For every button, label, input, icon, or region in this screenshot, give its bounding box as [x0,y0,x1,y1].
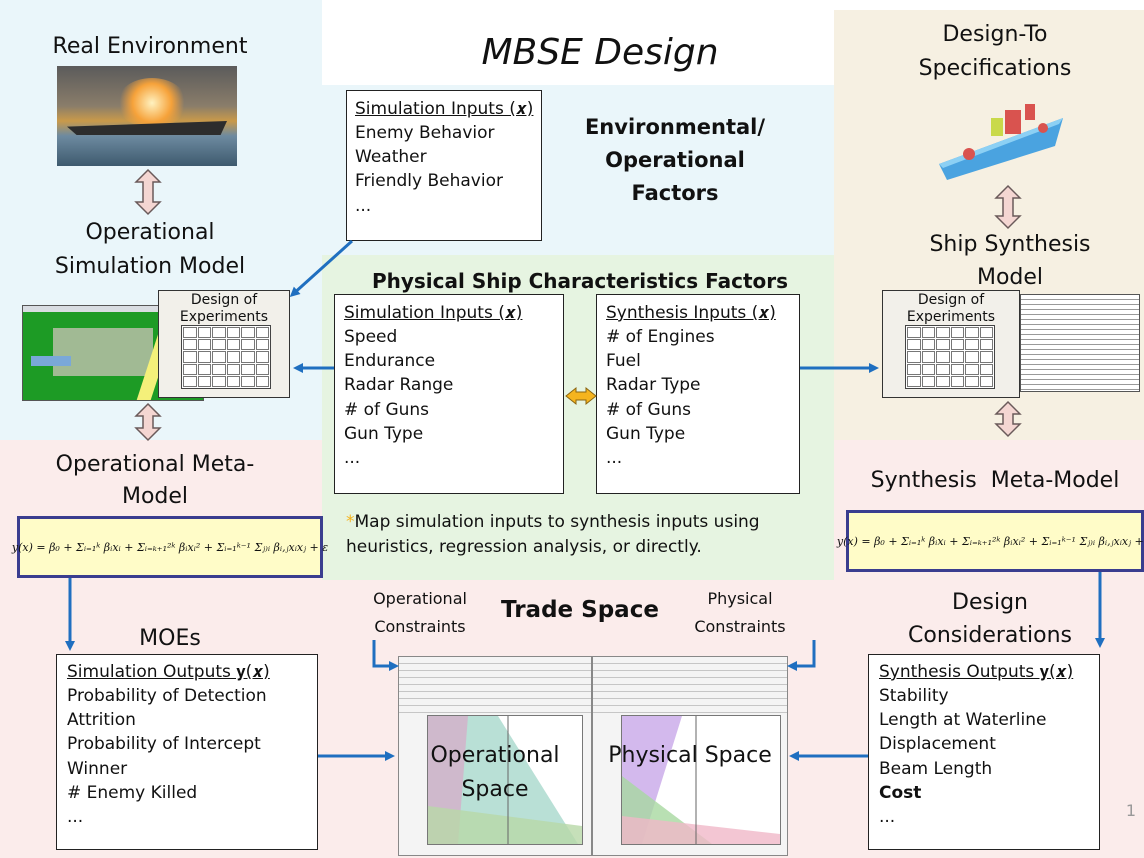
synthesis-output-screenshot [1020,294,1140,392]
moes-box: Simulation Outputs 𝐲(𝒙) Probability of D… [56,654,318,850]
env-factors-title-line2: Operational [605,148,745,172]
list-item: Fuel [606,351,641,372]
design-cons-header: Synthesis Outputs 𝐲(𝒙) [879,662,1074,682]
list-item: ... [344,447,361,468]
list-item: Displacement [879,734,996,755]
sim-inputs-header: Simulation Inputs (𝒙) [344,303,523,323]
ship-synth-model-line2: Model [976,265,1044,290]
list-item: Radar Type [606,375,701,396]
note-line1: Map simulation inputs to synthesis input… [354,512,760,532]
doe-right: Design of Experiments [882,290,1020,398]
op-space-line2: Space [461,777,529,802]
op-meta-line1: Operational Meta- [55,452,255,477]
op-space-panel: Operational Space [398,656,592,856]
phys-space-label: Physical Space [608,743,772,768]
list-item: # of Engines [606,327,715,348]
phys-constraints-line1: Physical [707,589,773,608]
ship-synth-model-line1: Ship Synthesis [929,232,1091,257]
design-to-label-line1: Design-To [942,22,1048,47]
list-item: Probability of Intercept [67,734,261,755]
op-space-line1: Operational [430,743,560,768]
env-factors-title-line3: Factors [631,181,719,205]
list-item: Endurance [344,351,436,372]
doe-matrix [181,325,271,389]
list-item: # of Guns [344,399,430,420]
list-item: Gun Type [606,423,686,444]
list-item: ... [67,806,84,827]
list-item: Stability [879,686,949,707]
list-item: Length at Waterline [879,710,1047,731]
op-meta-equation: y(x) = β₀ + Σᵢ₌₁ᵏ βᵢxᵢ + Σᵢ₌ₖ₊₁²ᵏ βᵢxᵢ² … [12,516,328,578]
moes-header: Simulation Outputs 𝐲(𝒙) [67,662,270,682]
op-constraints-line2: Constraints [374,617,466,636]
list-item: Weather [355,147,427,168]
phys-space-panel: Physical Space [592,656,788,856]
list-item: Attrition [67,710,136,731]
list-item: Radar Range [344,375,454,396]
page-number: 1 [1125,801,1137,820]
physical-title: Physical Ship Characteristics Factors [371,269,789,293]
sim-inputs-box: Simulation Inputs (𝒙) Speed Endurance Ra… [334,294,564,494]
op-constraints-line1: Operational [373,589,467,608]
moes-label: MOEs [139,626,201,651]
trade-space-title: Trade Space [501,597,659,623]
list-item: Probability of Detection [67,686,267,707]
list-item: ... [879,806,896,827]
op-meta-line2: Model [121,484,189,509]
doe-left: Design of Experiments [158,290,290,398]
list-item: Friendly Behavior [355,171,503,192]
battleship-photo [57,66,237,166]
synth-meta-equation: y(x) = β₀ + Σᵢ₌₁ᵏ βᵢxᵢ + Σᵢ₌ₖ₊₁²ᵏ βᵢxᵢ² … [837,510,1144,572]
mapping-note: *Map simulation inputs to synthesis inpu… [346,510,826,559]
op-sim-model-line2: Simulation Model [54,254,246,279]
env-inputs-header: Simulation Inputs (𝒙) [355,99,534,119]
syn-inputs-box: Synthesis Inputs (𝒙) # of Engines Fuel R… [596,294,800,494]
synth-meta-label: Synthesis Meta-Model [870,468,1120,493]
list-item: Gun Type [344,423,424,444]
design-cons-box: Synthesis Outputs 𝐲(𝒙) Stability Length … [868,654,1100,850]
list-item: Speed [344,327,398,348]
note-star: * [346,512,355,532]
env-inputs-box: Simulation Inputs (𝒙) Enemy Behavior Wea… [346,90,542,241]
doe-right-line1: Design of [917,292,985,308]
list-item: ... [355,195,372,216]
op-sim-model-line1: Operational [85,220,215,245]
ship-model-image [935,88,1067,184]
list-item: ... [606,447,623,468]
design-cons-line2: Considerations [908,623,1072,648]
doe-left-line2: Experiments [179,309,269,326]
list-item: Winner [67,758,128,779]
doe-left-line1: Design of [190,292,258,308]
list-item: Cost [879,782,922,803]
list-item: # of Guns [606,399,692,420]
design-cons-line1: Design [952,590,1028,615]
doe-right-line2: Experiments [906,309,996,326]
env-factors-title-line1: Environmental/ [584,115,766,139]
doe-matrix [905,325,995,389]
phys-constraints-line2: Constraints [694,617,786,636]
note-line2: heuristics, regression analysis, or dire… [346,536,702,557]
page-title: MBSE Design [481,32,719,73]
list-item: # Enemy Killed [67,782,198,803]
real-environment-label: Real Environment [52,34,248,59]
syn-inputs-header: Synthesis Inputs (𝒙) [606,303,776,323]
design-to-label-line2: Specifications [918,56,1072,81]
list-item: Beam Length [879,758,993,779]
list-item: Enemy Behavior [355,123,495,144]
